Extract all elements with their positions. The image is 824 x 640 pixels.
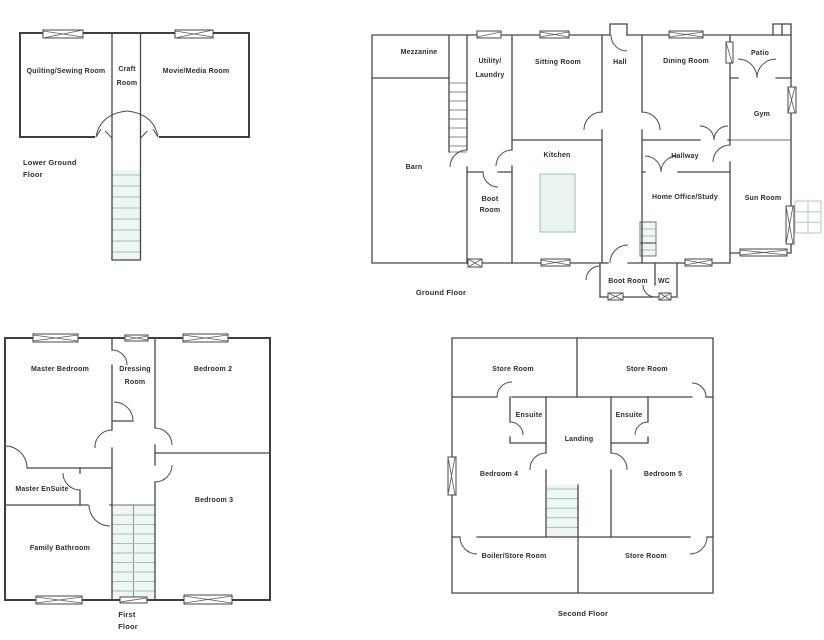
first-labels: Master Bedroom Dressing Room Bedroom 2 M… (15, 366, 233, 631)
home-office-stairs (639, 221, 657, 257)
window-icon (785, 205, 795, 245)
room-label-kitchen: Kitchen (543, 152, 570, 159)
floor-plan-first: Master Bedroom Dressing Room Bedroom 2 M… (4, 333, 271, 631)
window-icon (739, 248, 788, 257)
window-icon (684, 258, 713, 267)
floor-title-second: Second Floor (558, 609, 608, 618)
room-label-boot-line1: Boot (482, 196, 499, 203)
room-label-mezzanine: Mezzanine (401, 49, 438, 56)
room-label-movie-media: Movie/Media Room (163, 68, 230, 75)
room-label-master-ensuite: Master EnSuite (15, 486, 68, 493)
room-label-store-bottom-right: Store Room (625, 553, 667, 560)
staircase-icon (112, 174, 141, 253)
floor-title-lower-ground-line1: Lower Ground (23, 158, 77, 167)
room-label-boot-line2: Room (480, 207, 501, 214)
floor-title-ground: Ground Floor (416, 288, 466, 297)
room-label-dressing-line1: Dressing (119, 366, 151, 373)
second-walls (451, 337, 714, 594)
room-label-bedroom-2: Bedroom 2 (194, 366, 232, 373)
first-walls (4, 337, 271, 601)
floor-plan-second: Store Room Store Room Ensuite Ensuite La… (447, 337, 714, 618)
window-icon (540, 258, 571, 267)
floor-title-first-line1: First (118, 610, 136, 619)
window-icon (124, 334, 149, 342)
room-label-patio: Patio (751, 50, 769, 57)
window-icon (476, 30, 502, 39)
room-label-dressing-line2: Room (125, 379, 146, 386)
room-label-bedroom-3: Bedroom 3 (195, 497, 233, 504)
floor-plan-ground: Mezzanine Utility/ Laundry Sitting Room … (371, 23, 822, 301)
room-label-store-top-right: Store Room (626, 366, 668, 373)
room-label-boiler-store: Boiler/Store Room (482, 553, 547, 560)
door-swing-icon (449, 34, 777, 298)
door-swing-icon (459, 381, 708, 555)
window-icon (32, 333, 79, 343)
kitchen-island (539, 173, 576, 233)
room-label-craft-line2: Room (117, 80, 138, 87)
window-icon (539, 30, 570, 39)
window-icon (174, 29, 214, 39)
window-icon (658, 292, 672, 301)
staircase-icon (639, 221, 657, 257)
room-label-family-bathroom: Family Bathroom (30, 545, 90, 552)
floor-plan-lower-ground: Quilting/Sewing Room Craft Room Movie/Me… (19, 29, 250, 261)
room-label-hall: Hall (613, 59, 627, 66)
mezzanine-stairs (449, 82, 467, 153)
room-label-barn: Barn (406, 164, 423, 171)
room-label-store-top-left: Store Room (492, 366, 534, 373)
room-label-landing: Landing (565, 436, 594, 443)
window-icon (183, 594, 233, 605)
lower-ground-labels: Quilting/Sewing Room Craft Room Movie/Me… (23, 66, 229, 179)
room-label-master-bedroom: Master Bedroom (31, 366, 89, 373)
floor-title-first-line2: Floor (118, 622, 138, 631)
room-label-craft-line1: Craft (118, 66, 136, 73)
room-label-utility-line1: Utility/ (479, 58, 502, 65)
window-icon (42, 29, 84, 39)
window-icon (725, 41, 734, 64)
room-label-utility-line2: Laundry (475, 72, 504, 79)
window-icon (182, 333, 229, 343)
room-label-bedroom-5: Bedroom 5 (644, 471, 682, 478)
door-swing-icon (4, 349, 173, 527)
staircase-icon (547, 488, 578, 528)
window-icon (787, 86, 797, 114)
room-label-quilting-sewing: Quilting/Sewing Room (27, 68, 106, 75)
room-label-dining: Dining Room (663, 58, 709, 65)
room-label-ensuite-right: Ensuite (616, 412, 643, 419)
window-icon (467, 258, 483, 268)
room-label-hallway: Hallway (671, 153, 698, 160)
window-icon (607, 292, 624, 301)
sun-room-grid (794, 200, 822, 234)
staircase-icon (449, 82, 467, 153)
window-icon (668, 30, 704, 39)
room-label-wc: WC (658, 278, 670, 285)
ground-labels: Mezzanine Utility/ Laundry Sitting Room … (401, 49, 782, 297)
room-label-gym: Gym (754, 111, 770, 118)
second-labels: Store Room Store Room Ensuite Ensuite La… (480, 366, 682, 618)
room-label-boot-room-2: Boot Room (608, 278, 648, 285)
room-label-home-office: Home Office/Study (652, 194, 718, 201)
room-label-bedroom-4: Bedroom 4 (480, 471, 518, 478)
room-label-sun-room: Sun Room (745, 195, 782, 202)
window-icon (35, 595, 83, 605)
ground-walls (371, 23, 792, 298)
lower-ground-stairs (112, 170, 141, 260)
floor-title-lower-ground-line2: Floor (23, 170, 43, 179)
first-floor-stairs (112, 504, 155, 600)
room-label-sitting: Sitting Room (535, 59, 581, 66)
door-swing-icon (95, 110, 159, 139)
window-icon (119, 596, 148, 604)
room-label-ensuite-left: Ensuite (516, 412, 543, 419)
second-floor-stairs (547, 485, 578, 537)
window-icon (447, 456, 457, 496)
staircase-icon (112, 504, 155, 600)
lower-ground-walls (19, 32, 250, 261)
